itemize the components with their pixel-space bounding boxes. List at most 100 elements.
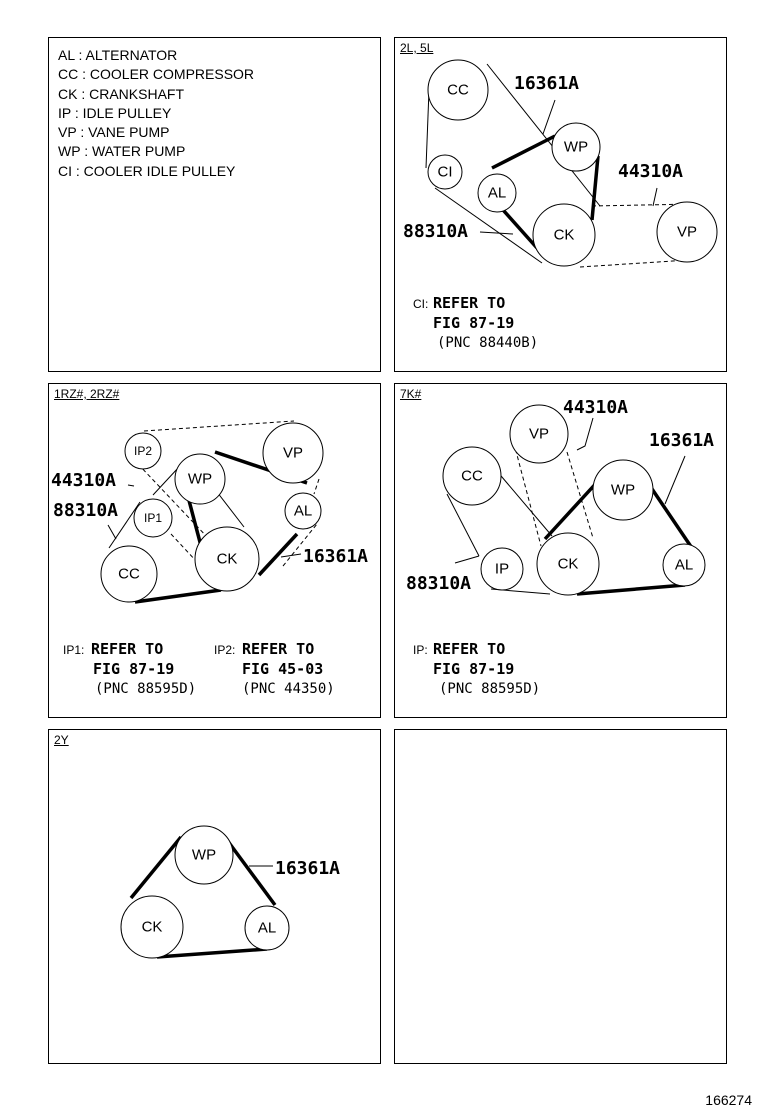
belt-segment-thick [156,947,268,959]
pulley-label: CC [461,468,483,485]
pulley-label: AL [294,503,312,520]
belt-segment-thick [491,134,556,170]
pulley-ip1 [133,498,173,538]
note-line: REFER TO [433,294,505,312]
pulley-label: CK [217,551,238,568]
note-line: (PNC 88440B) [437,335,538,351]
belt-segment [486,63,601,207]
pulley-label: AL [488,185,506,202]
pulley-label: IP2 [134,444,152,458]
belt-segment-thick [543,477,602,541]
note-line: FIG 45-03 [242,660,323,678]
engine-tag: 7K# [400,387,422,401]
belt-segment-dashed [170,533,198,563]
panel-7k: 7K# VP CC WP IP CK AL 44310A 16361A 8831… [394,383,727,718]
leader-line [107,524,117,540]
pulley-label: WP [611,482,635,499]
pulley-label: CI [438,164,453,181]
pulley-label: CK [558,556,579,573]
legend-item: VP : VANE PUMP [58,124,170,141]
part-number-16361a: 16361A [303,546,368,567]
belt-segment-dashed [511,435,542,547]
pulley-label: WP [564,139,588,156]
empty-panel [394,729,727,1064]
legend-item: CC : COOLER COMPRESSOR [58,66,255,83]
legend-item: IP : IDLE PULLEY [58,104,172,121]
leader-line [280,553,302,558]
leader-line [454,555,480,564]
leader-line [576,417,594,451]
note-prefix: IP: [413,643,428,657]
leader-line [479,231,514,235]
note-line: (PNC 88595D) [439,681,540,697]
pulley-al [284,492,322,530]
note-prefix: IP1: [63,643,84,657]
pulley-label: WP [188,471,212,488]
engine-tag: 2Y [54,733,69,747]
part-number-88310a: 88310A [53,500,118,521]
part-number-16361a: 16361A [514,73,579,94]
belt-diagram-7k: VP CC WP IP CK AL 44310A 16361A 88310A I… [406,397,714,697]
pulley-label: CK [554,227,575,244]
note-line: REFER TO [242,640,314,658]
belt-segment-dashed [143,420,295,432]
pulley-label: WP [192,847,216,864]
pulley-cc [100,545,158,603]
belt-segment-dashed [579,259,690,268]
pulley-label: IP1 [144,511,162,525]
belt-segment [446,493,480,557]
belt-segment-dashed [313,478,320,495]
pulley-al [662,543,706,587]
leader-line [127,484,135,487]
pulley-al [244,905,290,951]
note-prefix: CI: [413,297,428,311]
legend-item: AL : ALTERNATOR [58,47,178,63]
pulley-wp [592,459,654,521]
pulley-ci [427,154,463,190]
pulley-label: IP [495,561,509,578]
legend-list: AL : ALTERNATOR CC : COOLER COMPRESSOR C… [58,46,254,181]
belt-segment [108,501,141,549]
note-prefix: IP2: [214,643,235,657]
part-number-88310a: 88310A [406,573,471,594]
panel-2y: 2Y WP CK AL 16361A [48,729,381,1064]
leader-line [652,187,658,207]
belt-segment [425,89,430,169]
pulley-cc [427,59,489,121]
pulley-vp [262,422,324,484]
engine-tag: 2L, 5L [400,41,434,55]
belt-segment-thick [129,835,183,900]
belt-segment-thick [576,583,686,596]
note-line: REFER TO [91,640,163,658]
pulley-cc [442,446,502,506]
legend-item: WP : WATER PUMP [58,143,186,160]
pulley-ip [480,547,524,591]
belt-diagram-2l: CC CI AL WP CK VP 16361A 44310A 88310A C… [403,59,718,351]
part-number-88310a: 88310A [403,221,468,242]
pulley-label: VP [283,445,303,462]
leader-line [542,99,556,135]
pulley-wp [174,825,234,885]
note-line: REFER TO [433,640,505,658]
belt-segment-dashed [566,451,594,539]
pulley-ck [120,895,184,959]
belt-segment [495,469,553,537]
pulley-wp [174,453,226,505]
belt-segment-thick [257,532,299,577]
pulley-vp [509,404,569,464]
belt-segment-thick [648,485,698,555]
pulley-al [477,173,517,213]
belt-segment-dashed [282,523,318,567]
note-line: FIG 87-19 [93,660,174,678]
legend-item: CI : COOLER IDLE PULLEY [58,162,236,179]
panel-1rz-2rz: 1RZ#, 2RZ# IP2 VP WP IP1 AL CK CC [48,383,381,718]
panel-2l-5l: 2L, 5L CC CI AL WP CK VP 16361A 44310A 8… [394,37,727,372]
note-line: (PNC 88595D) [95,681,196,697]
legend-item: CK : CRANKSHAFT [58,85,185,102]
belt-segment [434,187,543,264]
part-number-44310a: 44310A [618,161,683,182]
figure-id: 166274 [705,1092,752,1108]
pulley-label: AL [258,920,276,937]
pulley-ck [536,532,600,596]
legend-panel: AL : ALTERNATOR CC : COOLER COMPRESSOR C… [48,37,381,372]
